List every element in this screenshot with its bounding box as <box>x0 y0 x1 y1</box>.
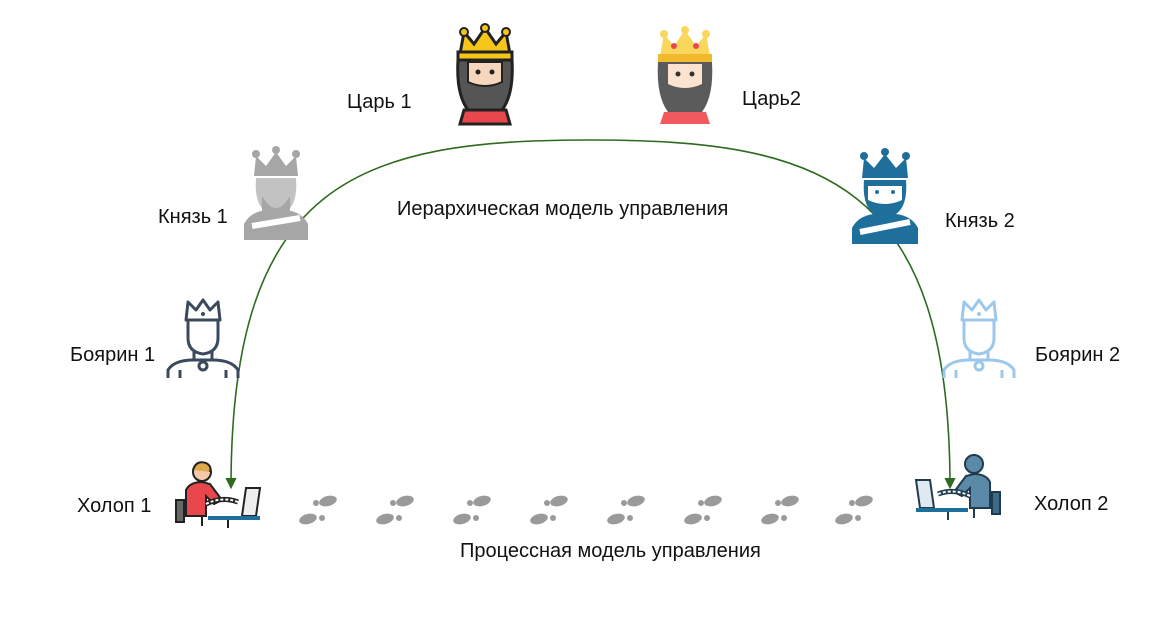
kholop-2-label: Холоп 2 <box>1034 493 1109 515</box>
bottom-caption: Процессная модель управления <box>460 540 761 562</box>
footprints-icon <box>835 495 873 525</box>
bearded-king-icon <box>657 26 713 124</box>
arc-caption: Иерархическая модель управления <box>397 198 729 220</box>
boyar-outline-icon <box>166 298 240 378</box>
footprints-icon <box>530 495 568 525</box>
footprints-icon <box>607 495 645 525</box>
tsar-1-label: Царь 1 <box>347 91 412 113</box>
bearded-king-icon <box>456 23 514 126</box>
knyaz-2-label: Князь 2 <box>945 210 1015 232</box>
boyar-outline-icon <box>942 298 1016 378</box>
footprints-icon <box>299 495 337 525</box>
prince-icon <box>244 146 308 240</box>
boyar-2-label: Боярин 2 <box>1035 344 1121 366</box>
tsar-2-label: Царь2 <box>742 88 802 110</box>
hierarchy-arc-path <box>225 139 956 490</box>
knyaz-1-label: Князь 1 <box>158 206 228 228</box>
footprints-icon <box>761 495 799 525</box>
kholop-1-label: Холоп 1 <box>77 495 152 517</box>
worker-at-computer-icon <box>175 461 262 528</box>
prince-icon <box>852 148 918 244</box>
worker-at-computer-icon <box>914 454 1001 520</box>
footprints-icon <box>453 495 491 525</box>
footprints-icon <box>376 495 414 525</box>
footprints-icon <box>684 495 722 525</box>
boyar-1-label: Боярин 1 <box>70 344 156 366</box>
